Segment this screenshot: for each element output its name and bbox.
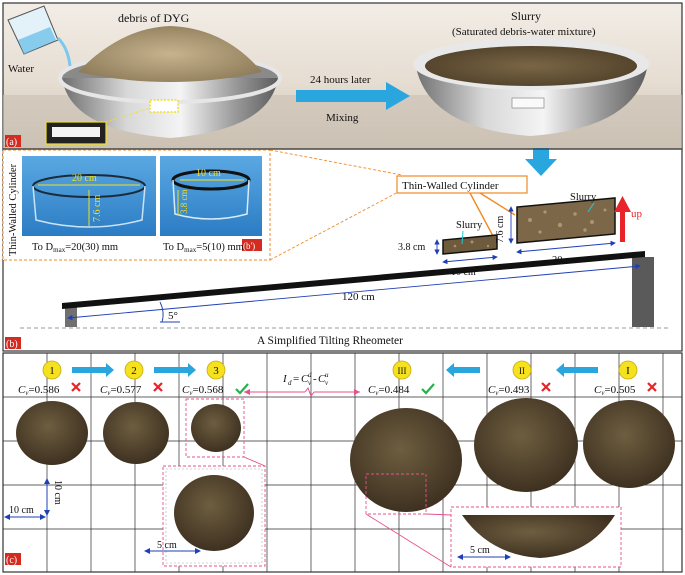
step-number: 2 [131, 365, 137, 377]
arrow-2-3 [154, 363, 196, 377]
cross-icon [647, 382, 657, 392]
slurry-subtitle: (Saturated debris-water mixture) [452, 26, 596, 38]
cross-icon [71, 382, 81, 392]
length-label: 120 cm [342, 291, 375, 303]
debris-bowl [58, 26, 282, 138]
up-arrow [614, 196, 631, 242]
cv-label: Cv=0.484 [368, 384, 410, 397]
svg-text:-: - [313, 373, 317, 385]
check-icon [421, 383, 435, 395]
svg-text:C: C [301, 373, 309, 385]
step-badge [124, 360, 144, 380]
panel-c-label: (c) [6, 555, 17, 566]
h-big-label: 7.6 cm [495, 216, 506, 243]
step-badge [206, 360, 226, 380]
step-badge [618, 360, 638, 380]
cyl1-width: 20 cm [72, 173, 97, 184]
step-number: 1 [49, 365, 55, 377]
step-number: III [398, 366, 407, 376]
svg-text:d: d [288, 379, 292, 387]
panel-b-label: (b) [6, 339, 18, 350]
pat-3-zoom [174, 475, 254, 551]
slurry-small-label: Slurry [456, 220, 483, 231]
right-step-0: III Cv=0.484 [368, 360, 435, 397]
arrow-top-label: 24 hours later [310, 74, 371, 86]
id-range-arrow [244, 386, 360, 398]
cyl1-height: 7.6 cm [92, 195, 103, 222]
step-number: I [626, 365, 630, 377]
panel-b-caption: A Simplified Tilting Rheometer [257, 335, 403, 347]
scale-10cm-v: 10 cm [52, 480, 63, 505]
cyl2-caption: To Dmax=5(10) mm [163, 242, 244, 254]
slurry-big-label: Slurry [570, 192, 597, 203]
right-step-2: I Cv=0.505 [594, 360, 657, 397]
angle-label: 5° [168, 310, 178, 322]
down-arrow [525, 148, 557, 176]
svg-text:I: I [282, 373, 288, 385]
w-small-label: 10 cm [451, 267, 476, 278]
id-formula: I d = C v d - C v u [282, 371, 329, 387]
arrow-1-2 [72, 363, 114, 377]
mixing-arrow [296, 82, 410, 110]
debris-label: debris of DYG [118, 11, 190, 25]
svg-text:v: v [308, 379, 312, 387]
cv-label: Cv=0.505 [594, 384, 636, 397]
scale-10cm-h: 10 cm [9, 505, 34, 516]
right-step-1: II Cv=0.493 [488, 360, 551, 397]
cyl2-width: 10 cm [196, 168, 221, 179]
cylinder-small-photo [160, 156, 262, 236]
check-icon [235, 383, 249, 395]
step-badge [42, 360, 62, 380]
scale-5cm-b: 5 cm [470, 545, 490, 556]
water-label: Water [8, 63, 34, 75]
beaker-icon [7, 5, 72, 67]
left-step-2: 3Cv=0.568 [182, 360, 249, 397]
cyl1-caption: To Dmax=20(30) mm [32, 242, 118, 254]
arrow-II-III [446, 363, 480, 377]
pat-I [583, 400, 675, 488]
step-badge [512, 360, 532, 380]
step-number: 3 [213, 365, 219, 377]
panel-a-label: (a) [6, 137, 17, 148]
svg-text:=: = [293, 373, 299, 385]
step-number: II [519, 366, 525, 376]
cv-label: Cv=0.568 [182, 384, 224, 397]
inset-label: (b') [243, 241, 255, 251]
svg-text:v: v [325, 379, 329, 387]
panel-a: Water debris of DYG 24 hours later Mixin… [2, 2, 683, 150]
svg-text:d: d [308, 371, 312, 379]
left-step-1: 2Cv=0.577 [100, 360, 163, 397]
cv-label: Cv=0.577 [100, 384, 142, 397]
left-step-0: 1Cv=0.586 [18, 360, 81, 397]
step-badge [392, 360, 412, 380]
pat-II [474, 398, 578, 492]
cross-icon [153, 382, 163, 392]
arrow-bottom-label: Mixing [326, 112, 359, 124]
h-small-label: 3.8 cm [398, 242, 425, 253]
arrow-I-II [556, 363, 598, 377]
slurry-bowl [413, 38, 649, 136]
svg-text:C: C [318, 373, 326, 385]
svg-text:u: u [325, 371, 329, 379]
pat-III-edge-zoom [462, 515, 615, 558]
slurry-title: Slurry [511, 9, 541, 23]
cyl2-height: 3.8 cm [179, 190, 189, 215]
up-label: up [631, 208, 643, 220]
panel-b: Thin-Walled Cylinder 20 cm 7.6 cm To Dma… [2, 148, 683, 352]
cv-label: Cv=0.586 [18, 384, 60, 397]
pat-3 [191, 404, 241, 452]
pat-2 [103, 402, 169, 464]
pat-1 [16, 401, 88, 465]
callout-label: Thin-Walled Cylinder [402, 180, 499, 192]
small-cylinder [442, 234, 498, 255]
side-label: Thin-Walled Cylinder [8, 163, 19, 256]
w-big-label: 20 cm [552, 255, 578, 266]
cv-label: Cv=0.493 [488, 384, 530, 397]
scale-5cm-a: 5 cm [157, 540, 177, 551]
cross-icon [541, 382, 551, 392]
pat-III [350, 408, 462, 512]
